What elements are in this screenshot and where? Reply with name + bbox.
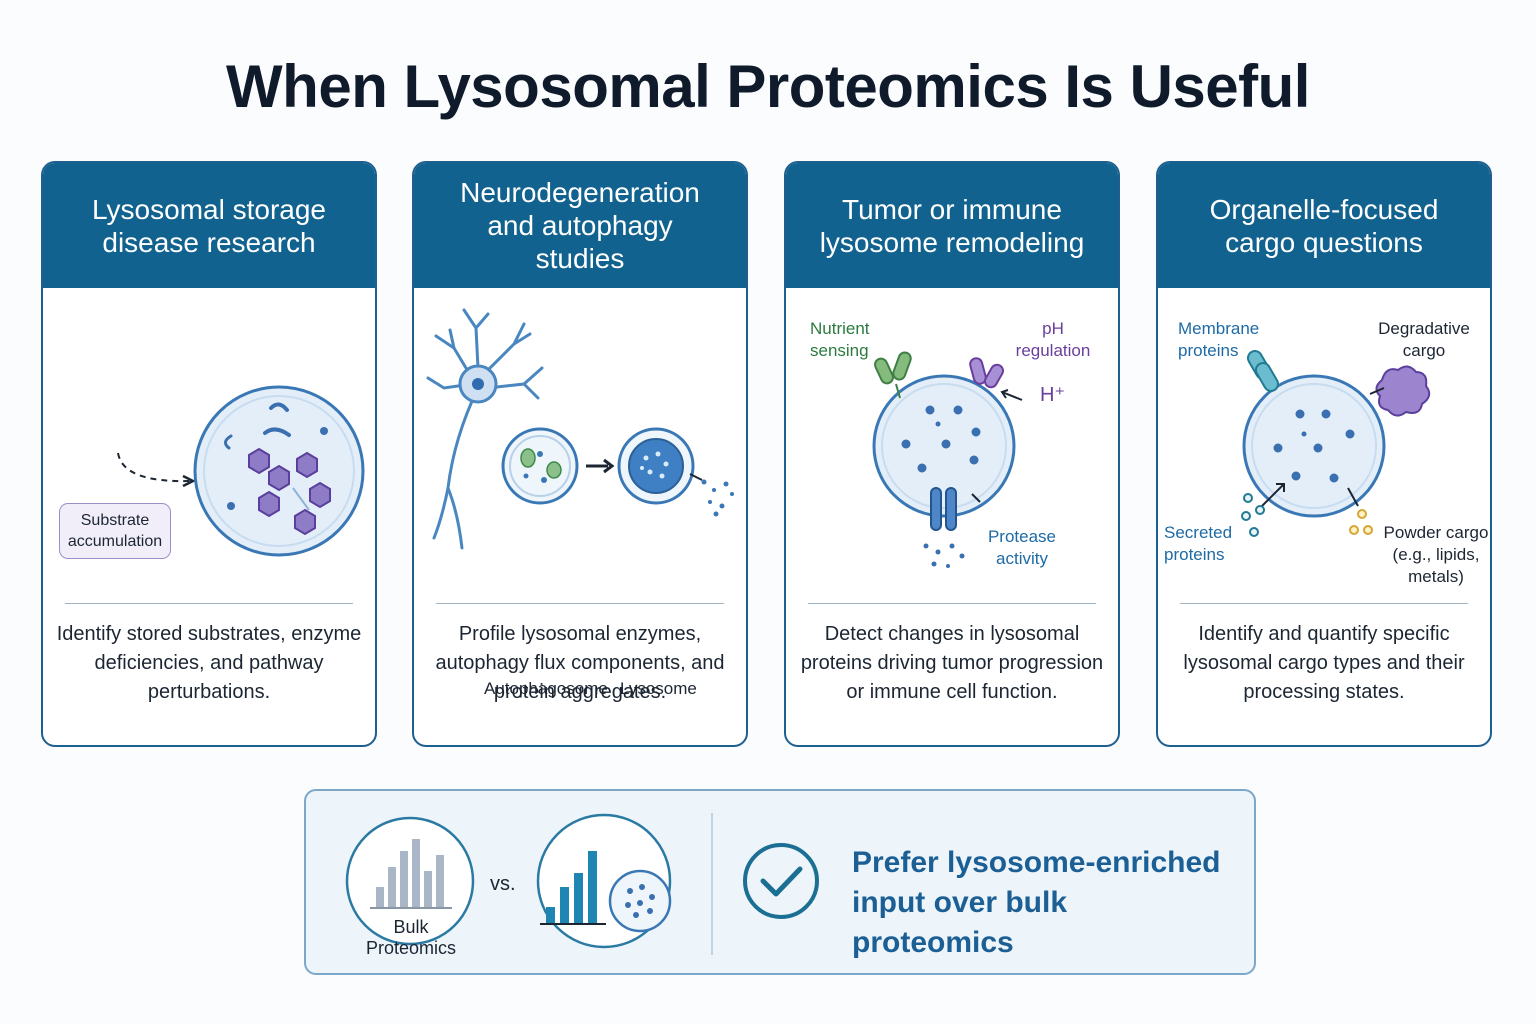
card-neurodegeneration: Neurodegeneration and autophagy studies — [412, 161, 748, 747]
secreted-proteins-label: Secreted proteins — [1164, 523, 1233, 564]
neuron-icon — [426, 308, 734, 550]
recommendation-panel: Bulk Proteomics vs. Prefer lysosome-enri… — [304, 789, 1256, 975]
comparison-graphic — [345, 813, 819, 955]
card-illustration: Membrane proteins Degradative cargo Secr… — [1158, 288, 1490, 598]
card-description: Identify stored substrates, enzyme defic… — [56, 623, 362, 703]
nutrient-sensing-label: Nutrient sensing — [810, 319, 870, 360]
transporter-icon — [969, 357, 1004, 389]
lysosome-icon — [872, 351, 1023, 568]
lysosome-label: Lysosome — [620, 679, 697, 698]
card-divider — [436, 603, 724, 604]
degradative-cargo-label: Degradative cargo — [1378, 319, 1470, 360]
bulk-proteomics-label: Bulk Proteomics — [365, 917, 457, 958]
card-title: Organelle-focused cargo questions — [1158, 163, 1490, 288]
card-title: Lysosomal storage disease research — [43, 163, 375, 288]
lysosome-icon — [617, 427, 695, 505]
lysosome-icon — [117, 385, 365, 557]
autophagosome-icon — [501, 427, 579, 505]
page-title: When Lysosomal Proteomics Is Useful — [226, 53, 1310, 120]
recommendation-text: Prefer lysosome-enriched input over bulk… — [852, 846, 1221, 959]
card-description: Profile lysosomal enzymes, autophagy flu… — [435, 623, 725, 703]
card-title: Tumor or immune lysosome remodeling — [786, 163, 1118, 288]
card-illustration: Autophagosome Lysosome — [414, 288, 746, 698]
transporter-icon — [930, 487, 957, 531]
bar-chart-icon — [546, 851, 597, 923]
card-title: Neurodegeneration and autophagy studies — [414, 163, 746, 288]
card-description: Detect changes in lysosomal proteins dri… — [800, 623, 1104, 703]
check-circle-icon — [743, 843, 819, 919]
card-description: Identify and quantify specific lysosomal… — [1183, 623, 1465, 703]
card-divider — [1180, 603, 1468, 604]
ph-regulation-label: pH regulation — [1015, 319, 1091, 360]
substrate-accumulation-label: Substrate accumulation — [59, 503, 171, 559]
card-illustration: Substrate accumulation — [43, 288, 375, 598]
card-cargo-questions: Organelle-focused cargo questions — [1156, 161, 1492, 747]
card-storage-disease: Lysosomal storage disease research Subst… — [41, 161, 377, 747]
powder-cargo-label: Powder cargo (e.g., lipids, metals) — [1383, 523, 1489, 586]
autophagosome-label: Autophagosome — [484, 679, 608, 698]
membrane-proteins-label: Membrane proteins — [1178, 319, 1260, 360]
transporter-icon — [874, 351, 912, 399]
proton-label: H⁺ — [1040, 384, 1065, 406]
card-divider — [65, 603, 353, 604]
lysosome-icon — [1241, 350, 1431, 537]
lysosome-icon — [608, 869, 672, 933]
transporter-icon — [1247, 350, 1279, 392]
card-tumor-immune: Tumor or immune lysosome remodeling — [784, 161, 1120, 747]
protease-activity-label: Protease activity — [987, 527, 1057, 568]
card-divider — [808, 603, 1096, 604]
vs-label: vs. — [490, 873, 516, 895]
bar-chart-icon — [376, 839, 444, 907]
card-illustration: Nutrient sensing pH regulation H⁺ Protea… — [786, 288, 1118, 598]
